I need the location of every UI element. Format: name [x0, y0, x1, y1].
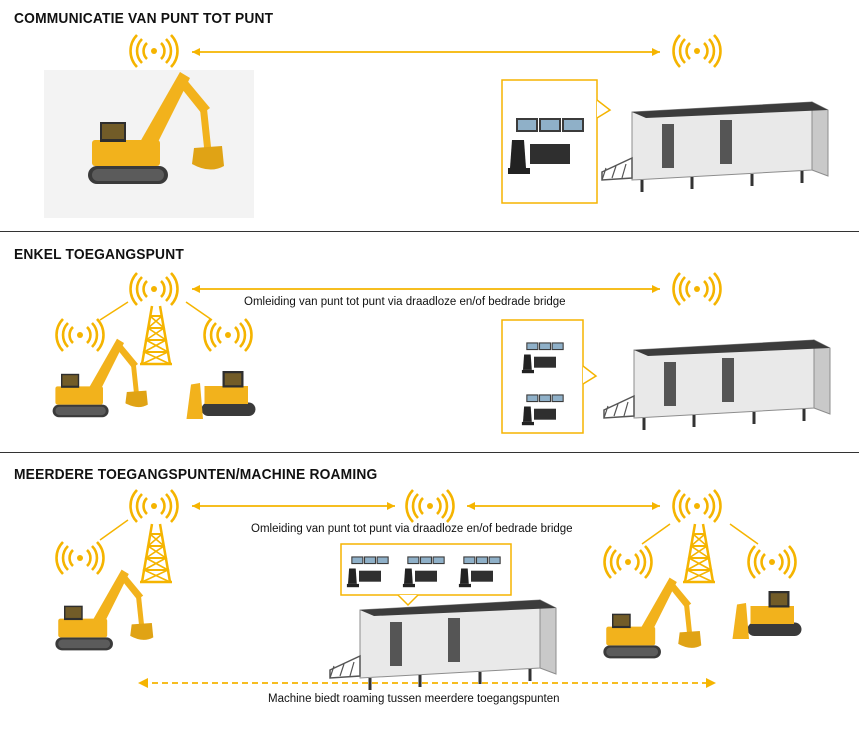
wireless-signal-icon	[672, 33, 722, 69]
section-title-point-to-point: COMMUNICATIE VAN PUNT TOT PUNT	[14, 10, 274, 27]
wireless-signal-icon	[129, 488, 179, 524]
excavator-icon	[603, 577, 702, 659]
section-divider	[0, 452, 859, 453]
link-arrow	[641, 523, 671, 545]
control-station-box	[340, 543, 512, 596]
office-trailer-icon	[600, 100, 830, 194]
excavator-icon	[55, 569, 154, 651]
section-multiple-access-points	[55, 488, 802, 692]
wireless-signal-icon	[129, 33, 179, 69]
radio-tower-icon	[138, 304, 174, 366]
section-point-to-point	[44, 33, 830, 218]
office-trailer-icon	[602, 338, 832, 432]
wireless-signal-icon	[747, 544, 797, 580]
dozer-icon	[732, 591, 802, 639]
wireless-signal-icon	[203, 317, 253, 353]
section-single-access-point	[52, 271, 832, 434]
wireless-signal-icon	[672, 271, 722, 307]
roaming-caption: Machine biedt roaming tussen meerdere to…	[268, 693, 560, 705]
bridge-caption: Omleiding van punt tot punt via draadloz…	[251, 523, 573, 535]
radio-tower-icon	[138, 522, 174, 584]
dozer-icon	[186, 371, 256, 419]
wireless-signal-icon	[129, 271, 179, 307]
wireless-signal-icon	[603, 544, 653, 580]
radio-tower-icon	[681, 522, 717, 584]
section-divider	[0, 231, 859, 232]
bridge-caption: Omleiding van punt tot punt via draadloz…	[244, 296, 566, 308]
office-trailer-icon	[328, 598, 558, 692]
link-arrow	[729, 523, 759, 545]
link-arrow	[99, 519, 129, 541]
wireless-signal-icon	[672, 488, 722, 524]
link-arrow	[99, 301, 129, 321]
wireless-signal-icon	[55, 540, 105, 576]
section-title-multiple-access-points: MEERDERE TOEGANGSPUNTEN/MACHINE ROAMING	[14, 466, 378, 483]
excavator-icon	[52, 338, 148, 418]
wireless-signal-icon	[55, 317, 105, 353]
section-title-single-access-point: ENKEL TOEGANGSPUNT	[14, 246, 184, 263]
wireless-signal-icon	[405, 488, 455, 524]
link-arrow	[185, 301, 213, 321]
